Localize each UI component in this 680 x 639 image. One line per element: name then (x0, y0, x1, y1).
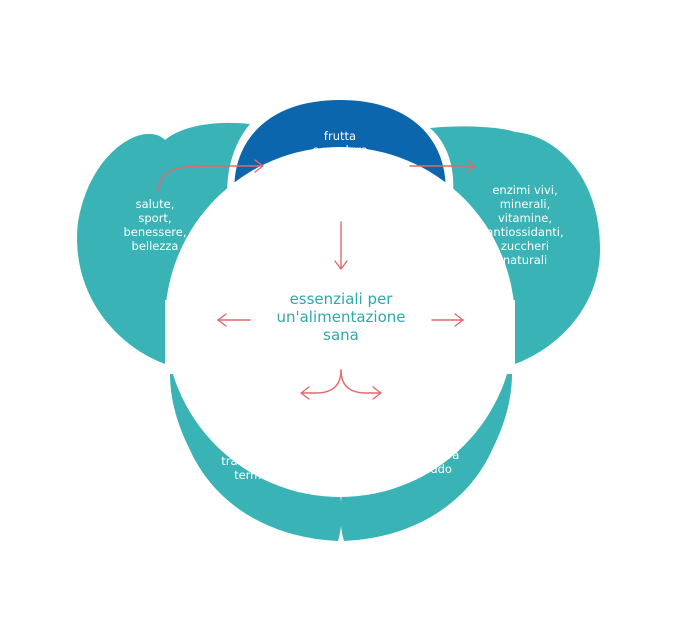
label-line: essenziali per (290, 290, 394, 308)
label-line: salute, (136, 197, 175, 211)
label-line: sana (323, 326, 359, 344)
label-line: sport, (138, 211, 171, 225)
label-line: minerali, (500, 197, 551, 211)
label-line: zuccheri (501, 239, 549, 253)
petal-right-label: enzimi vivi,minerali,vitamine,antiossida… (486, 183, 563, 267)
label-line: benessere, (123, 225, 186, 239)
label-line: enzimi vivi, (492, 183, 557, 197)
label-line: un'alimentazione (276, 308, 405, 326)
arrow-top-to-right (409, 159, 476, 173)
label-line: antiossidanti, (486, 225, 563, 239)
label-line: e verdura (312, 143, 368, 157)
arrow-center-split (300, 369, 382, 400)
arrow-left-to-top (157, 159, 264, 191)
arrow-center-to-right (431, 313, 464, 327)
label-line: spremitura (397, 448, 460, 462)
label-line: bellezza (132, 239, 179, 253)
label-line: nessun (236, 440, 277, 454)
petal-right (515, 132, 600, 364)
label-line: a freddo (404, 462, 452, 476)
center-circle (165, 147, 515, 497)
label-line: frutta (324, 129, 356, 143)
label-line: cruda (324, 157, 357, 171)
label-line: trattamento (221, 454, 290, 468)
arrow-center-to-left (217, 313, 251, 327)
label-line: naturali (503, 253, 547, 267)
petal-left (77, 133, 165, 364)
petal-left-label: salute,sport,benessere,bellezza (123, 197, 186, 253)
label-line: vitamine, (498, 211, 552, 225)
arrow-top-to-center (334, 221, 348, 270)
label-line: termico (234, 468, 278, 482)
